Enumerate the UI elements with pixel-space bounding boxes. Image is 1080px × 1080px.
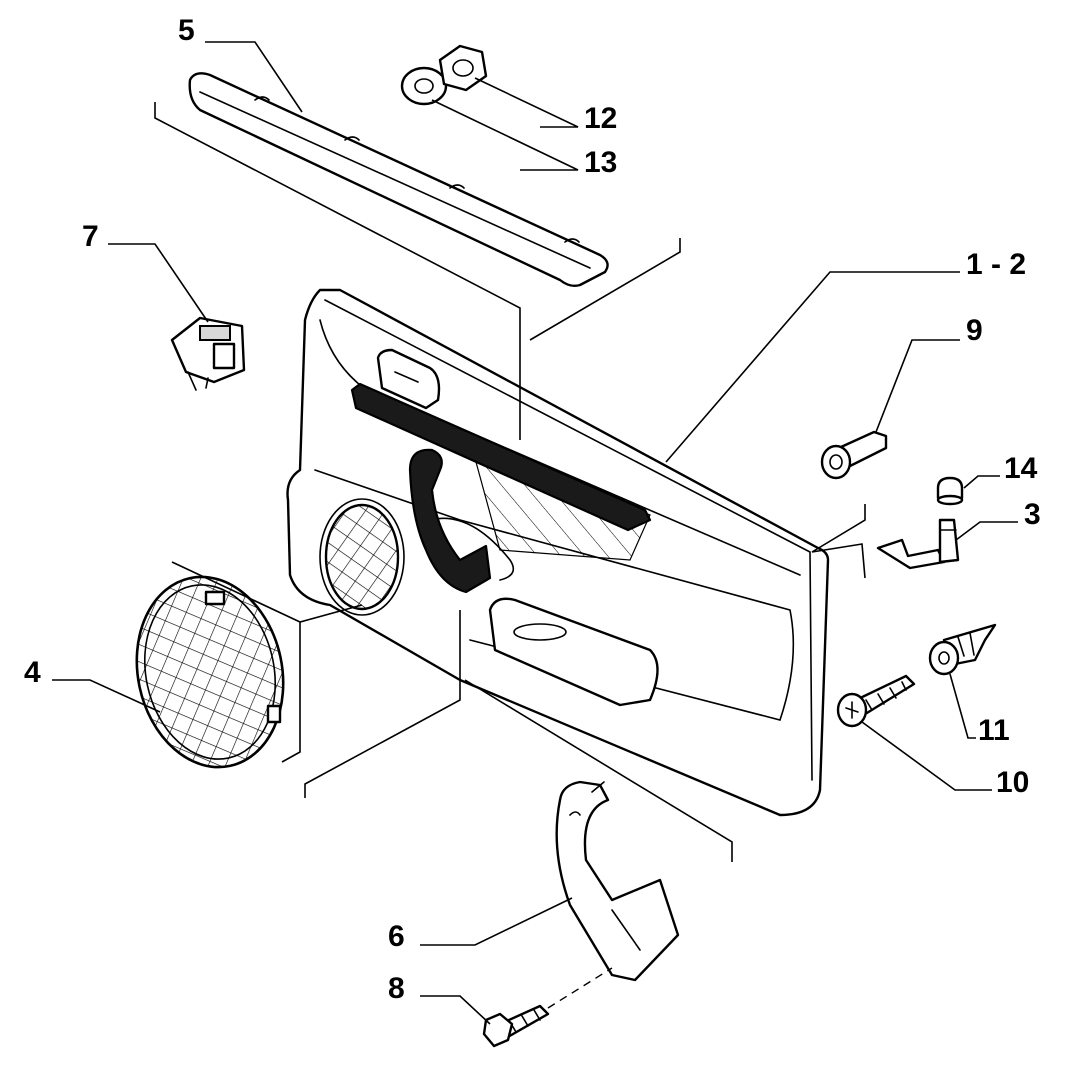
- panel-screw[interactable]: [836, 674, 916, 728]
- speaker-grille[interactable]: [120, 563, 301, 781]
- grab-handle[interactable]: [555, 780, 680, 982]
- push-pin[interactable]: [820, 430, 888, 480]
- callouts: 5 12 13 7 1 - 2 9 14 3 4 11 10 6 8: [24, 14, 1041, 1005]
- upper-trim-strip[interactable]: [188, 72, 609, 288]
- callout-14: 14: [1004, 452, 1038, 485]
- callout-7: 7: [82, 220, 99, 253]
- callout-10: 10: [996, 766, 1029, 799]
- washer[interactable]: [400, 66, 448, 106]
- callout-5: 5: [178, 14, 195, 47]
- door-panel-pull-handle: [408, 448, 492, 594]
- callout-3: 3: [1024, 498, 1041, 531]
- callout-1-2: 1 - 2: [966, 248, 1026, 281]
- bracket-pin[interactable]: [876, 518, 960, 570]
- switch-housing[interactable]: [170, 316, 246, 391]
- cap-clip[interactable]: [936, 476, 964, 506]
- callout-8: 8: [388, 972, 405, 1005]
- callout-6: 6: [388, 920, 405, 953]
- nut[interactable]: [438, 44, 488, 92]
- fir-tree-clip[interactable]: [928, 623, 997, 676]
- callout-13: 13: [584, 146, 617, 179]
- handle-screw[interactable]: [482, 967, 613, 1048]
- callout-leaders: [52, 41, 1018, 1025]
- callout-9: 9: [966, 314, 983, 347]
- assembly-lines: [154, 102, 866, 862]
- callout-4: 4: [24, 656, 41, 689]
- door-panel-armrest-strip: [350, 382, 652, 532]
- callout-11: 11: [978, 714, 1010, 747]
- callout-12: 12: [584, 102, 617, 135]
